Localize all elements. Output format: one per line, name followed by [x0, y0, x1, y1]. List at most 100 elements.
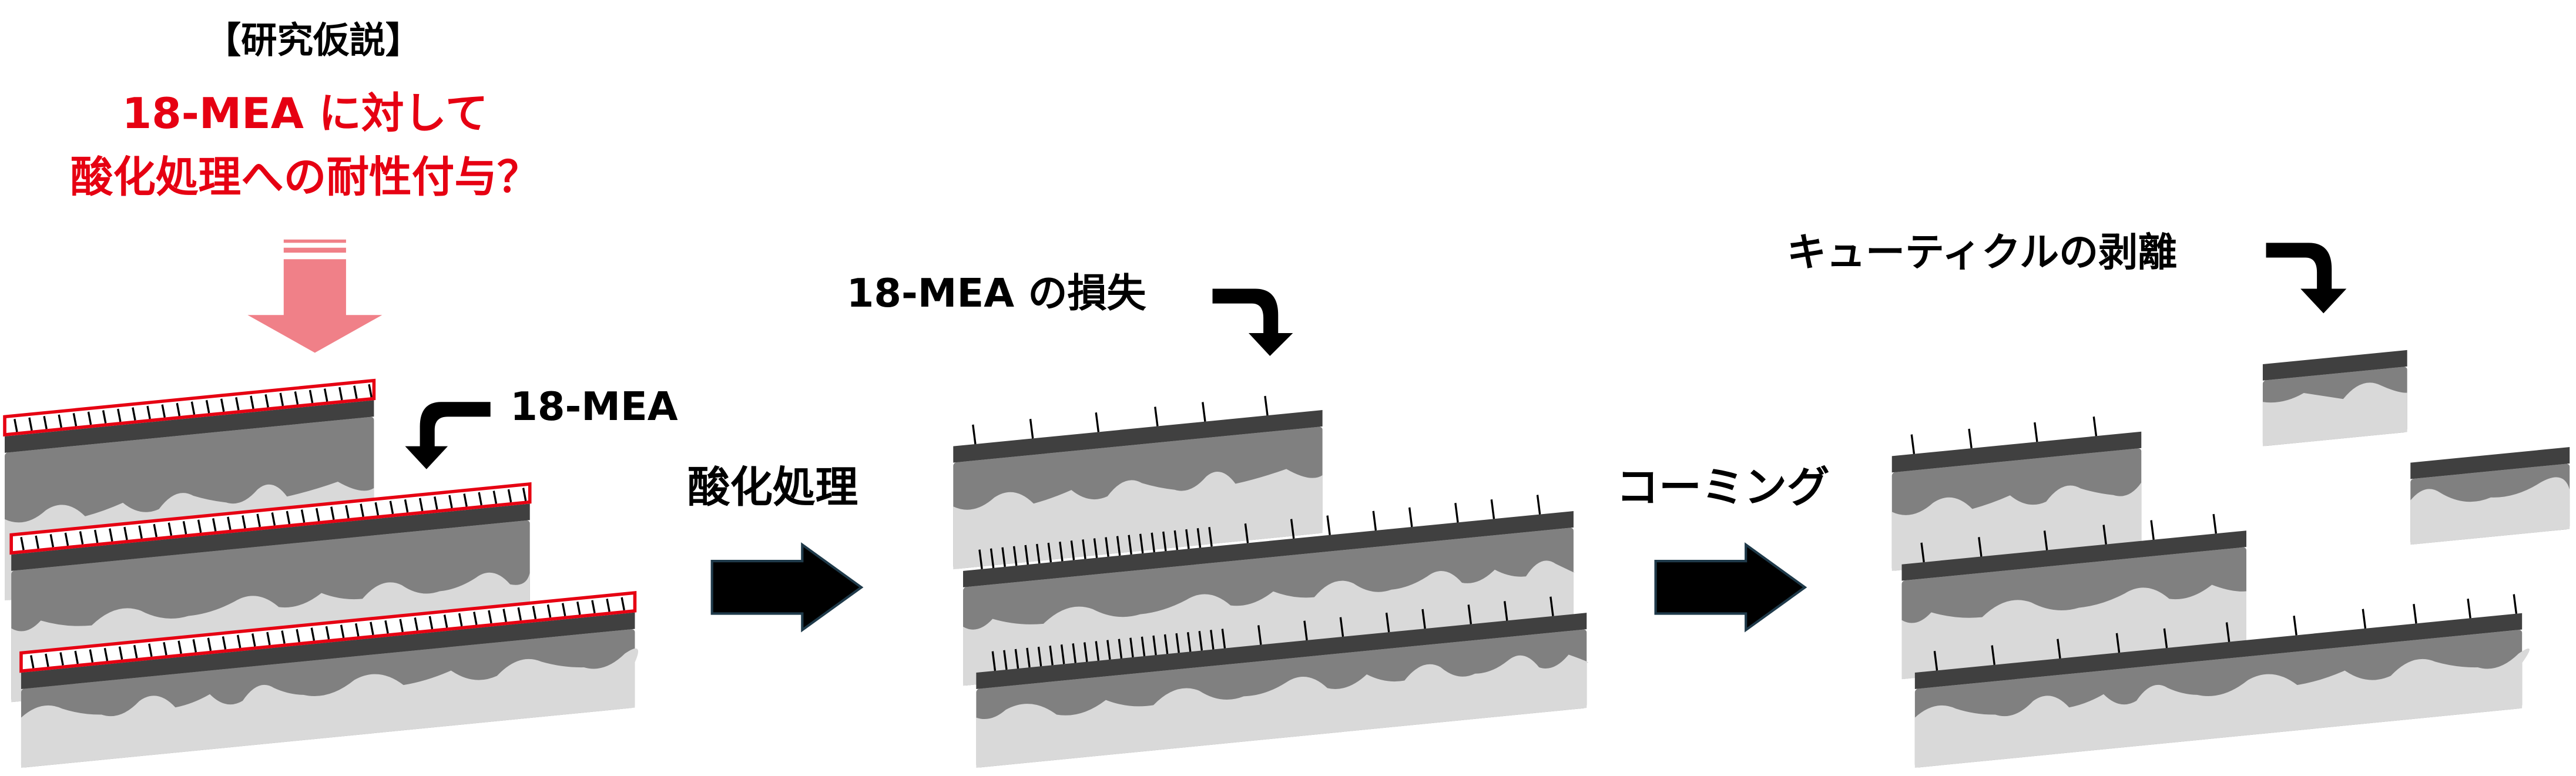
mea-molecule	[1095, 641, 1100, 661]
mea-molecule	[2092, 416, 2098, 436]
mea-molecule	[227, 516, 232, 530]
mea-molecule	[463, 493, 468, 507]
mea-molecule	[222, 636, 227, 650]
cortex-wave-layer	[1914, 649, 2530, 768]
mea-molecule	[1490, 499, 1495, 519]
mea-molecule	[1139, 533, 1144, 554]
mea-molecule	[1326, 515, 1331, 536]
mea-molecule	[102, 410, 107, 424]
mea-molecule	[2150, 520, 2155, 540]
mea-molecule	[978, 549, 983, 570]
mea-molecule	[1036, 543, 1041, 564]
mea-molecule	[2413, 603, 2417, 624]
dark-band	[5, 400, 374, 453]
dark-band	[1901, 530, 2247, 581]
mea-molecule	[1084, 642, 1088, 662]
mea-molecule	[286, 510, 291, 525]
mea-molecule	[1001, 547, 1006, 567]
mea-molecule	[294, 391, 299, 405]
mea-label: 18-MEA	[510, 384, 678, 429]
mea-molecule	[190, 401, 196, 415]
mea-molecule	[207, 637, 212, 651]
mea-molecule	[458, 613, 463, 627]
mea-molecule	[330, 506, 335, 520]
mea-molecule	[1029, 418, 1034, 439]
mea-molecule	[606, 598, 611, 612]
mea-molecule	[360, 503, 364, 518]
mea-molecule	[1060, 644, 1065, 664]
mea-molecule	[251, 633, 256, 647]
mea-loss-label: 18-MEA の損失	[847, 270, 1147, 316]
mea-molecule	[1244, 523, 1249, 543]
mea-molecule	[45, 653, 49, 667]
mea-molecule	[1303, 620, 1308, 641]
mea-molecule	[502, 609, 507, 623]
curved-arrow-icon	[405, 402, 491, 469]
mea-molecule	[1106, 640, 1111, 660]
mea-molecule	[72, 412, 78, 426]
mea-molecule	[1196, 528, 1202, 548]
cortex-wave-layer	[21, 648, 638, 768]
mea-molecule	[2115, 633, 2121, 653]
cuticle-layer-intact	[19, 591, 638, 768]
cuticle-layer-oxidized	[963, 495, 1575, 686]
dark-band	[953, 410, 1323, 463]
mea-molecule	[235, 397, 240, 411]
mea-molecule	[1257, 625, 1262, 645]
mea-molecule	[1408, 507, 1413, 528]
curved-arrow-icon	[1212, 288, 1293, 357]
mea-molecule	[1047, 542, 1052, 563]
mea-molecule	[146, 405, 151, 419]
peeled-cuticle-fragment	[2262, 350, 2407, 446]
cortex-wave-layer	[1901, 584, 2247, 680]
mea-molecule	[1920, 542, 1925, 563]
mea-molecule	[20, 536, 25, 550]
mea-molecule	[266, 631, 271, 646]
mea-molecule	[109, 528, 113, 542]
mea-molecule	[310, 627, 316, 641]
mea-molecule	[1024, 545, 1029, 565]
cuticle-layer-combed	[1914, 594, 2530, 768]
mea-molecule	[1933, 650, 1938, 671]
pink-down-arrow-icon	[247, 239, 383, 353]
mea-molecule	[28, 417, 33, 431]
mea-molecule	[1221, 629, 1226, 649]
mea-molecule	[212, 518, 217, 532]
mea-molecule	[1163, 634, 1169, 654]
mea-molecule	[1454, 502, 1459, 523]
mea-molecule	[118, 646, 123, 660]
cortex-wave-layer	[2262, 382, 2407, 446]
mea-molecule	[242, 515, 246, 529]
mea-molecule	[414, 617, 419, 631]
mea-molecule	[279, 392, 284, 407]
mea-molecule	[182, 520, 187, 535]
cortex-wave-layer	[963, 560, 1575, 686]
mea-molecule	[35, 535, 39, 549]
mea-molecule	[1012, 546, 1018, 566]
mea-molecule	[561, 603, 566, 617]
mea-molecule	[79, 531, 84, 545]
mea-molecule	[1129, 637, 1134, 658]
mea-molecule	[1128, 535, 1132, 555]
mea-molecule	[2362, 609, 2367, 629]
mea-molecule	[1991, 645, 1995, 666]
mea-molecule	[316, 508, 320, 522]
mea-molecule	[492, 491, 498, 504]
mea-molecule	[93, 529, 99, 543]
mea-molecule	[374, 502, 380, 516]
process-arrow-icon	[710, 542, 864, 633]
cortex-wave-layer	[2410, 477, 2570, 545]
mea-molecule	[1037, 646, 1042, 667]
mea-molecule	[576, 601, 581, 615]
mea-molecule	[256, 513, 261, 528]
mea-molecule	[418, 498, 424, 512]
mea-molecule	[517, 607, 522, 621]
mea-molecule	[138, 525, 143, 539]
mea-molecule	[434, 496, 438, 510]
mea-molecule	[148, 643, 153, 657]
mea-molecule	[620, 597, 625, 611]
mea-molecule	[1549, 596, 1554, 617]
mea-molecule	[2293, 615, 2297, 636]
mea-molecule	[2057, 639, 2061, 659]
